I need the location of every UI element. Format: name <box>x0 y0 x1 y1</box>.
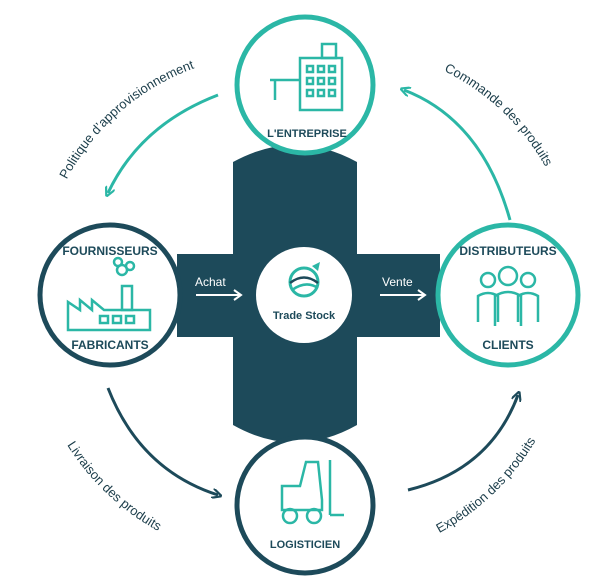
arc-arrow-top-right <box>404 90 512 221</box>
forklift-icon <box>280 460 344 525</box>
label-commande-produits: Commande des produits <box>443 60 557 169</box>
center-label: Trade Stock <box>273 310 336 322</box>
logisticien-title: LOGISTICIEN <box>270 539 340 551</box>
center-node: Trade Stock <box>256 247 352 343</box>
people-group-icon <box>476 265 540 326</box>
node-distributeurs: DISTRIBUTEURS CLIENTS <box>435 222 581 368</box>
factory-icon <box>66 256 152 332</box>
fournisseurs-title: FOURNISSEURS <box>62 244 157 258</box>
node-entreprise: L'ENTREPRISE <box>234 14 376 156</box>
fabricants-title: FABRICANTS <box>71 338 148 352</box>
arc-arrow-bottom-left <box>106 387 218 495</box>
flow-achat: Achat <box>195 275 243 301</box>
office-building-icon <box>270 42 344 112</box>
flow-vente: Vente <box>380 275 427 301</box>
node-logisticien: LOGISTICIEN <box>234 434 376 576</box>
achat-label: Achat <box>195 275 226 289</box>
trade-stock-logo-icon <box>288 262 320 298</box>
distributeurs-title: DISTRIBUTEURS <box>459 244 556 258</box>
arc-arrow-top-left <box>108 93 219 193</box>
node-fournisseurs: FOURNISSEURS FABRICANTS <box>37 222 183 368</box>
vente-label: Vente <box>382 275 413 289</box>
clients-title: CLIENTS <box>482 338 533 352</box>
arc-arrow-bottom-right <box>407 395 518 492</box>
entreprise-title: L'ENTREPRISE <box>267 128 347 140</box>
